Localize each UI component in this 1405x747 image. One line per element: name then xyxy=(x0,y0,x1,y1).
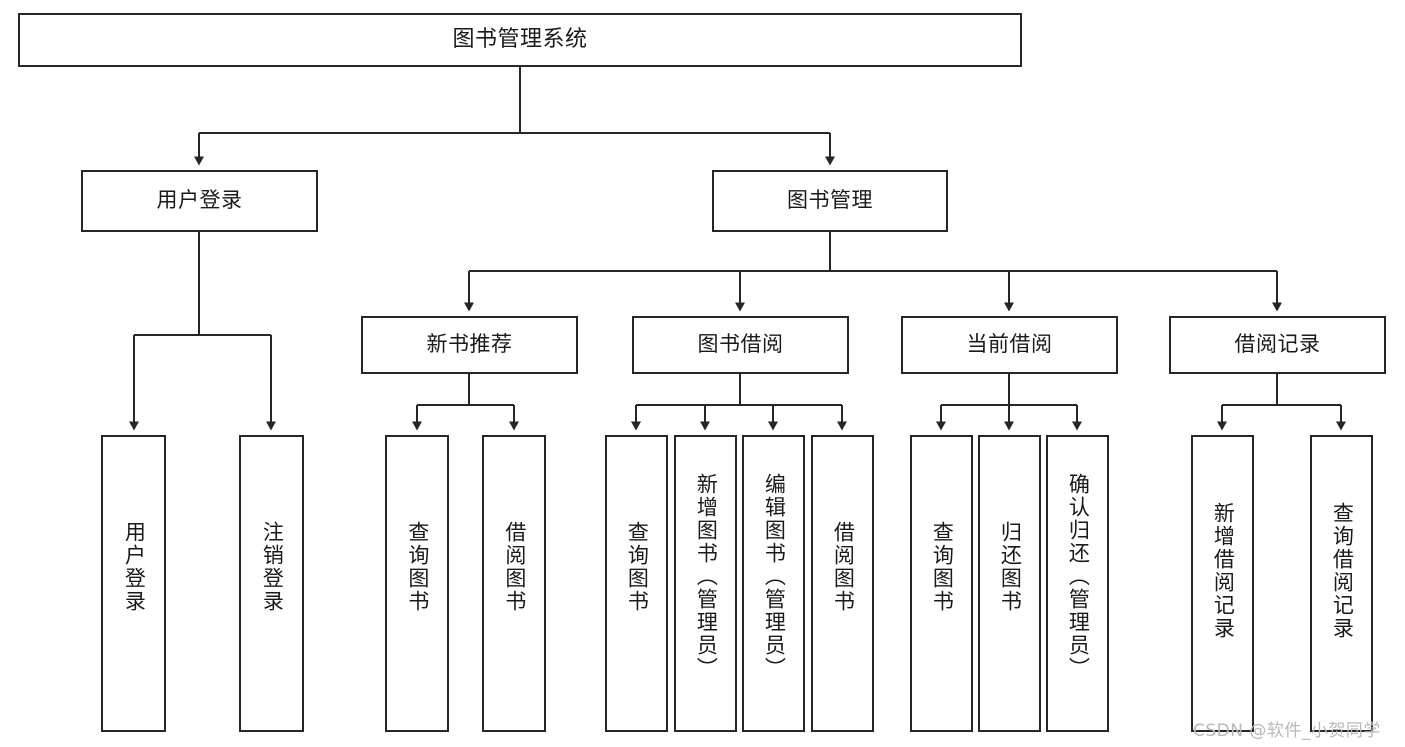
node-leaf-user-logout-label: 注销登录 xyxy=(260,521,285,613)
node-root-label: 图书管理系统 xyxy=(452,26,588,52)
node-leaf-return-book-label: 归还图书 xyxy=(998,521,1023,613)
node-book-borrow-label: 图书借阅 xyxy=(697,332,784,357)
node-leaf-edit-book-label: 编辑图书（管理员） xyxy=(762,473,787,680)
node-leaf-borrow-book-1-label: 借阅图书 xyxy=(502,521,527,613)
node-leaf-query-book-3-label: 查询图书 xyxy=(930,521,955,613)
node-leaf-user-login-label: 用户登录 xyxy=(122,521,147,613)
node-leaf-query-book-1[interactable]: 查询图书 xyxy=(385,435,449,732)
node-leaf-edit-book[interactable]: 编辑图书（管理员） xyxy=(742,435,805,732)
node-leaf-query-book-2-label: 查询图书 xyxy=(625,521,650,613)
node-leaf-user-logout[interactable]: 注销登录 xyxy=(239,435,304,732)
node-current-borrow-label: 当前借阅 xyxy=(966,332,1053,357)
node-leaf-confirm-return-label: 确认归还（管理员） xyxy=(1066,473,1091,680)
node-book-manage[interactable]: 图书管理 xyxy=(712,170,948,232)
node-leaf-return-book[interactable]: 归还图书 xyxy=(978,435,1041,732)
node-borrow-record[interactable]: 借阅记录 xyxy=(1169,316,1386,374)
node-leaf-add-book[interactable]: 新增图书（管理员） xyxy=(674,435,737,732)
node-leaf-user-login[interactable]: 用户登录 xyxy=(101,435,166,732)
node-leaf-add-record-label: 新增借阅记录 xyxy=(1211,502,1236,640)
node-leaf-borrow-book-2[interactable]: 借阅图书 xyxy=(811,435,874,732)
node-leaf-query-book-1-label: 查询图书 xyxy=(405,521,430,613)
node-leaf-query-record[interactable]: 查询借阅记录 xyxy=(1310,435,1373,732)
node-book-manage-label: 图书管理 xyxy=(787,188,873,213)
node-leaf-confirm-return[interactable]: 确认归还（管理员） xyxy=(1046,435,1109,732)
node-new-book-recommend-label: 新书推荐 xyxy=(426,332,513,357)
node-book-borrow[interactable]: 图书借阅 xyxy=(632,316,849,374)
node-borrow-record-label: 借阅记录 xyxy=(1234,332,1321,357)
node-leaf-add-record[interactable]: 新增借阅记录 xyxy=(1191,435,1254,732)
node-leaf-add-book-label: 新增图书（管理员） xyxy=(694,473,719,680)
node-root[interactable]: 图书管理系统 xyxy=(18,13,1022,67)
node-new-book-recommend[interactable]: 新书推荐 xyxy=(361,316,578,374)
node-leaf-borrow-book-1[interactable]: 借阅图书 xyxy=(482,435,546,732)
node-leaf-query-record-label: 查询借阅记录 xyxy=(1330,502,1355,640)
node-current-borrow[interactable]: 当前借阅 xyxy=(901,316,1118,374)
node-leaf-query-book-2[interactable]: 查询图书 xyxy=(605,435,668,732)
csdn-watermark: CSDN @软件_小贺同学 xyxy=(1193,721,1381,741)
node-user-login-label: 用户登录 xyxy=(156,188,243,213)
node-leaf-borrow-book-2-label: 借阅图书 xyxy=(831,521,856,613)
node-user-login[interactable]: 用户登录 xyxy=(81,170,318,232)
node-leaf-query-book-3[interactable]: 查询图书 xyxy=(910,435,973,732)
